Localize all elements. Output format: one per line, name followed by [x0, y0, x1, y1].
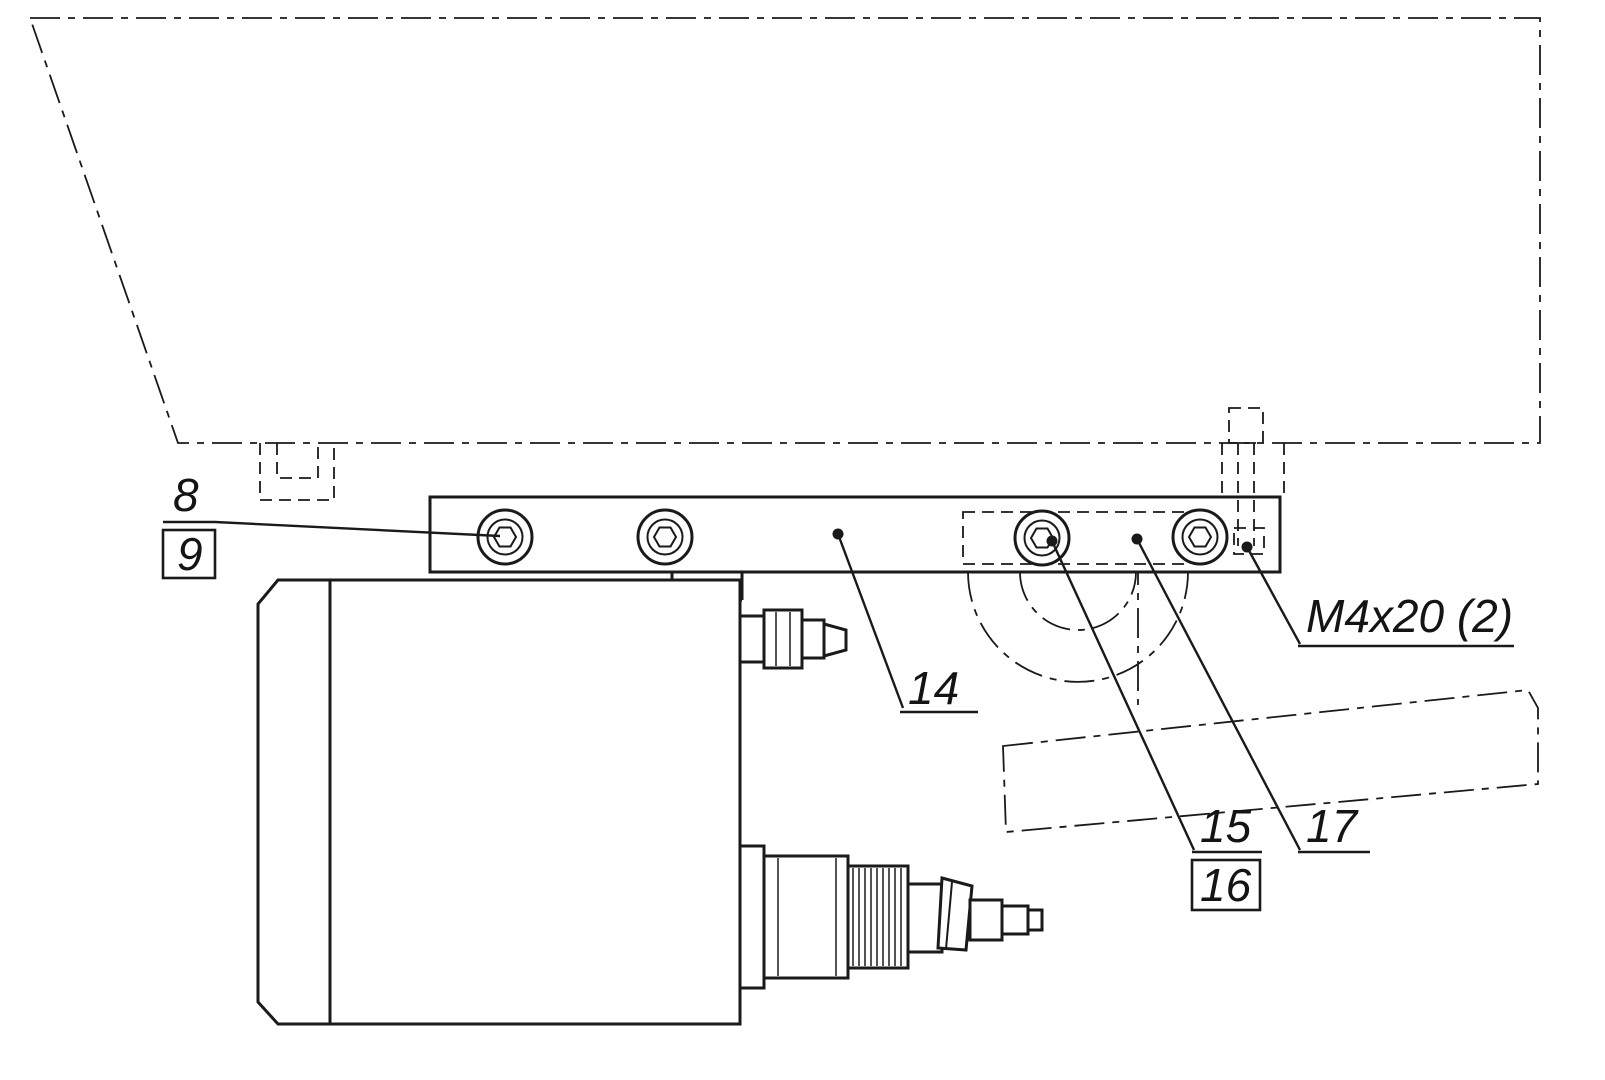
plug-collar	[968, 898, 1004, 942]
mounting-bar-body	[428, 495, 1282, 574]
screw-2-hex-socket	[652, 526, 678, 548]
arm-outline	[1002, 689, 1539, 833]
screw-2-socket-ring	[646, 518, 684, 556]
motor-outline	[256, 578, 742, 1026]
arm-phantom	[1002, 689, 1539, 833]
callout-9-label: 9	[177, 528, 203, 580]
bayonet-band-line	[945, 881, 953, 950]
top-connector	[738, 608, 848, 670]
top-connector-tip	[822, 622, 848, 658]
callout-17: 17	[1298, 800, 1370, 854]
pulley-phantom	[967, 502, 1189, 705]
lug-outer	[259, 443, 335, 501]
mounting-bar	[428, 495, 1282, 574]
screw-1-socket-ring	[486, 518, 524, 556]
callout-14-label: 14	[908, 662, 959, 714]
top-connector-collar	[800, 618, 826, 660]
connector-flange	[738, 844, 766, 990]
screw-3-socket-ring	[1023, 519, 1061, 557]
callout-16-box	[1190, 858, 1262, 912]
pulley-arc-inner	[1019, 571, 1137, 631]
screw-4-hex-socket	[1187, 526, 1213, 548]
callout-15-label: 15	[1200, 800, 1252, 852]
callout-16-label: 16	[1200, 859, 1252, 911]
callout-m4x20: M4x20 (2)	[1298, 590, 1514, 648]
screw-3	[1013, 509, 1071, 567]
callout-15-16: 15 16	[1190, 800, 1262, 912]
m4-screw-head	[1228, 407, 1264, 444]
callout-14: 14	[900, 662, 978, 714]
bayonet-band	[936, 876, 974, 952]
leader-15-16	[1050, 540, 1196, 851]
motor-body	[256, 578, 742, 1026]
callout-m4x20-label: M4x20 (2)	[1306, 590, 1513, 642]
knurl-texture	[852, 868, 902, 966]
mounting-lug-left	[259, 443, 335, 501]
top-connector-nut	[762, 608, 804, 670]
machine-body-phantom	[28, 17, 1541, 444]
plug-tip-end	[1026, 908, 1044, 932]
knurled-ring	[846, 864, 910, 970]
lug-inner	[276, 443, 319, 479]
callout-9-box	[161, 528, 217, 580]
machine-body-outline	[28, 17, 1541, 444]
mounting-lug-right	[1221, 443, 1285, 497]
screw-3-hex-socket	[1029, 527, 1055, 549]
m4-thread-end	[1233, 527, 1265, 555]
screw-4	[1171, 508, 1229, 566]
plug-tip	[1000, 904, 1030, 936]
callout-8-label: 8	[173, 469, 199, 521]
leader-17	[1135, 538, 1302, 851]
leader-m4	[1245, 546, 1302, 645]
screw-2	[636, 508, 694, 566]
screw-1	[476, 508, 534, 566]
screw-1-hex-socket	[492, 526, 518, 548]
callout-8-9: 8 9	[161, 469, 217, 580]
leader-14	[836, 533, 905, 709]
screw-4-socket-ring	[1181, 518, 1219, 556]
plug-barrel	[906, 882, 944, 954]
top-connector-base	[738, 614, 766, 664]
cable-connector	[738, 844, 1044, 990]
callout-17-label: 17	[1306, 800, 1359, 852]
pulley-arc-outer	[967, 571, 1189, 683]
leader-8-9	[214, 520, 501, 538]
m4-screw-phantom	[1228, 407, 1265, 555]
